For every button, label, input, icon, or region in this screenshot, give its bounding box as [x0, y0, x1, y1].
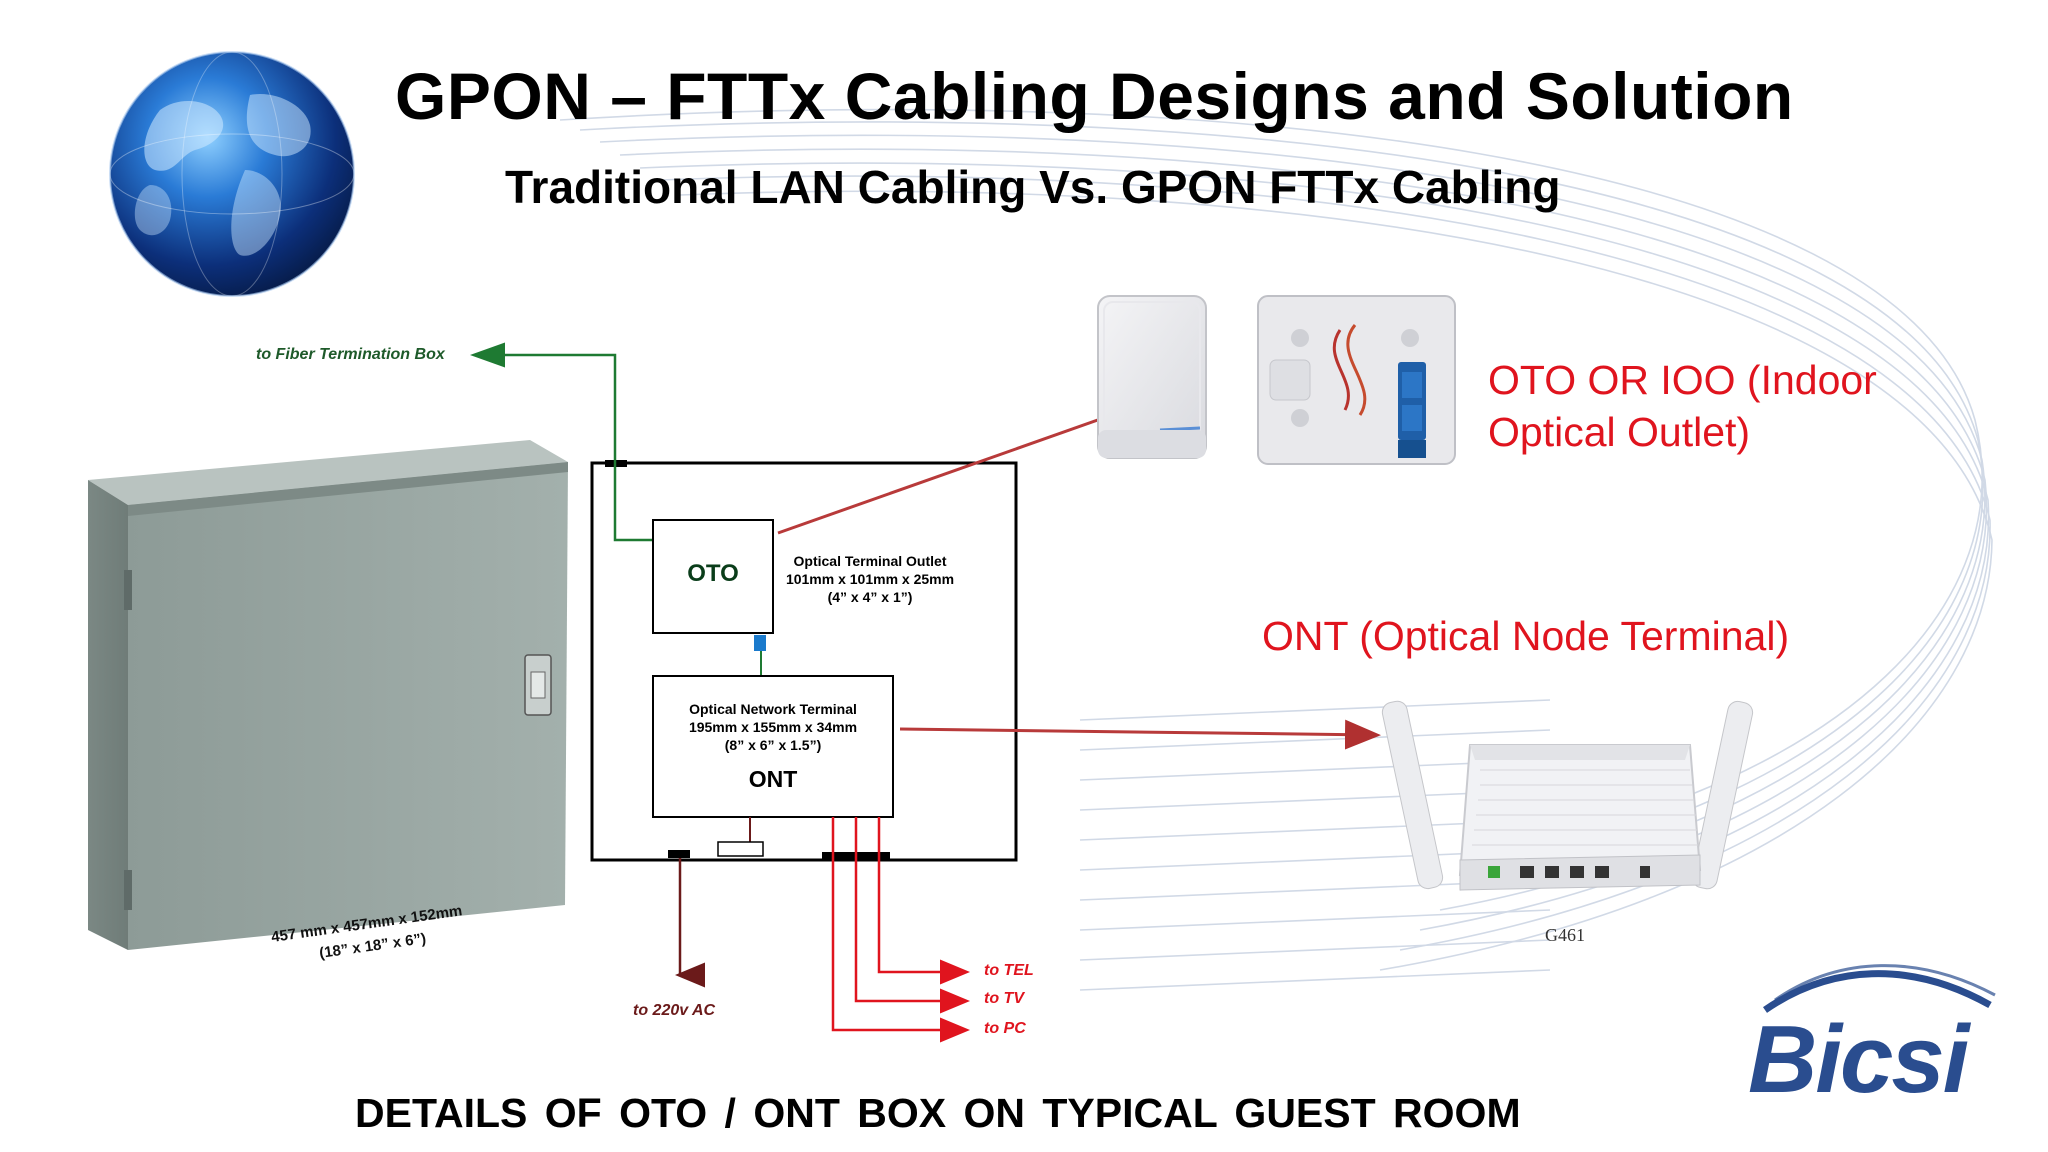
oto-box	[652, 519, 774, 634]
page-title: GPON – FTTx Cabling Designs and Solution	[395, 59, 1794, 133]
decorative-swoosh	[559, 108, 1993, 991]
fiber-connector-icon	[754, 635, 766, 651]
tv-label: to TV	[984, 990, 1024, 1007]
bicsi-logo: Bicsi	[1748, 1006, 1969, 1113]
fiber-termination-label: to Fiber Termination Box	[256, 346, 445, 363]
oto-callout-arrow	[777, 399, 1149, 535]
ont-router-image	[1381, 700, 1754, 891]
ont-callout-arrow	[899, 719, 1381, 750]
oto-desc-line1: Optical Terminal Outlet	[793, 553, 947, 569]
oto-description: Optical Terminal Outlet 101mm x 101mm x …	[770, 552, 970, 606]
oto-desc-line3: (4” x 4” x 1”)	[827, 589, 913, 605]
oto-box-label: OTO	[687, 560, 739, 587]
pc-label: to PC	[984, 1020, 1026, 1037]
ont-description: Optical Network Terminal 195mm x 155mm x…	[653, 700, 893, 754]
power-label: to 220v AC	[633, 1002, 716, 1019]
ont-desc-line2: 195mm x 155mm x 34mm	[688, 719, 858, 735]
ont-callout-label: ONT (Optical Node Terminal)	[1262, 613, 1790, 659]
enclosure-outline	[590, 461, 1018, 862]
power-adapter-icon	[717, 841, 764, 857]
footer-caption: DETAILS OF OTO / ONT BOX ON TYPICAL GUES…	[355, 1090, 1521, 1136]
oto-desc-line2: 101mm x 101mm x 25mm	[785, 571, 955, 587]
enclosure-cabinet-image	[88, 440, 568, 950]
fiber-line	[470, 342, 655, 542]
ont-box	[652, 675, 894, 818]
logo-swoosh	[1763, 970, 1992, 1013]
tel-label: to TEL	[984, 962, 1034, 979]
globe-icon	[109, 51, 355, 297]
page-subtitle: Traditional LAN Cabling Vs. GPON FTTx Ca…	[505, 161, 1561, 213]
oto-callout-label: OTO OR IOO (Indoor Optical Outlet)	[1488, 357, 1877, 455]
tv-line	[854, 817, 970, 1014]
pc-line	[831, 817, 970, 1043]
ont-box-label: ONT	[748, 766, 798, 792]
oto-outlet-open-image	[1257, 295, 1456, 465]
oto-outlet-closed-image	[1097, 295, 1207, 459]
ont-desc-line1: Optical Network Terminal	[689, 701, 857, 717]
tel-line	[877, 817, 970, 985]
ont-desc-line3: (8” x 6” x 1.5”)	[724, 737, 822, 753]
router-model-label: G461	[1545, 925, 1585, 945]
